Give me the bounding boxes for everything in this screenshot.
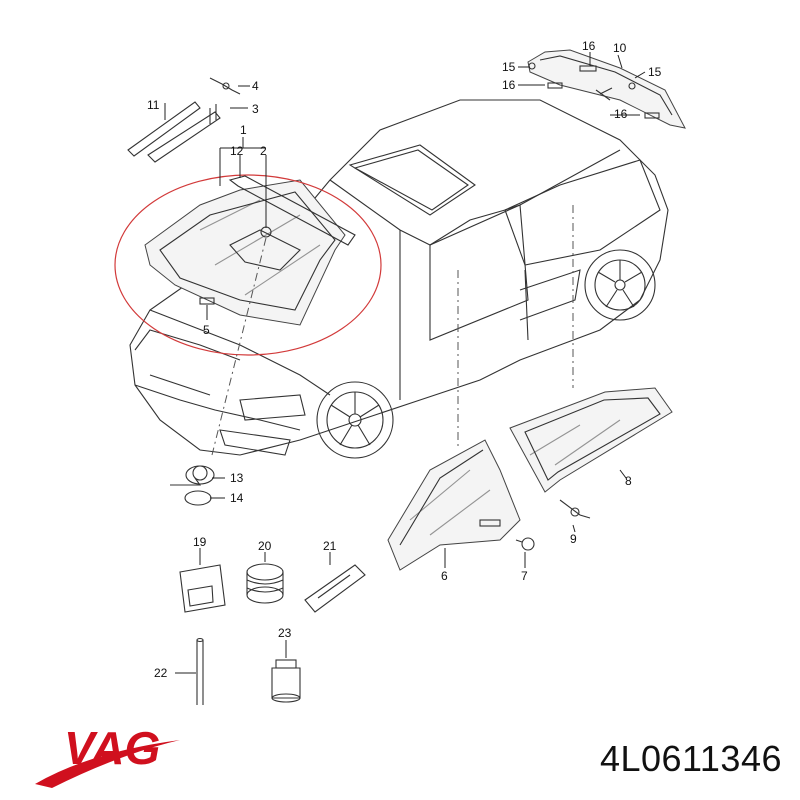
callout-20: 20 xyxy=(258,539,272,553)
rear-side-window-assembly xyxy=(509,387,673,493)
clip-4 xyxy=(209,77,241,95)
windshield-highlight-circle xyxy=(114,174,382,356)
callout-15b: 15 xyxy=(648,65,662,79)
sensor-13 xyxy=(170,465,215,486)
callout-16c: 16 xyxy=(614,107,628,121)
vag-logo: VAG xyxy=(35,722,180,788)
car-body xyxy=(129,99,669,456)
front-wheel xyxy=(316,381,394,459)
leader-lines xyxy=(164,52,646,674)
svg-text:VAG: VAG xyxy=(64,722,160,774)
callout-5: 5 xyxy=(203,323,210,337)
callout-4: 4 xyxy=(252,79,259,93)
part-22-rod xyxy=(196,637,204,705)
trim-strip-11 xyxy=(127,101,201,157)
callout-19: 19 xyxy=(193,535,207,549)
callout-3: 3 xyxy=(252,102,259,116)
callout-7: 7 xyxy=(521,569,528,583)
callout-12: 12 xyxy=(230,144,244,158)
trim-strip-3 xyxy=(147,104,221,163)
callout-22: 22 xyxy=(154,666,168,680)
part-23-bottle xyxy=(271,659,301,703)
part-20-roll xyxy=(246,563,284,604)
callout-labels: 1 2 3 4 5 6 7 8 9 10 11 12 13 14 15 15 1… xyxy=(147,39,662,680)
callout-1: 1 xyxy=(240,123,247,137)
callout-10: 10 xyxy=(613,41,627,55)
ring-14 xyxy=(184,490,212,506)
part-19-box xyxy=(179,564,226,613)
callout-16a: 16 xyxy=(582,39,596,53)
callout-16b: 16 xyxy=(502,78,516,92)
rear-window xyxy=(527,49,686,129)
part-number: 4L0611346 xyxy=(599,738,782,779)
callout-2: 2 xyxy=(260,144,267,158)
callout-21: 21 xyxy=(323,539,337,553)
door-glass xyxy=(387,439,521,571)
callout-6: 6 xyxy=(441,569,448,583)
screw-7 xyxy=(515,537,535,551)
windshield xyxy=(144,179,346,326)
callout-14: 14 xyxy=(230,491,244,505)
callout-13: 13 xyxy=(230,471,244,485)
callout-8: 8 xyxy=(625,474,632,488)
rear-wheel xyxy=(584,249,656,321)
callout-9: 9 xyxy=(570,532,577,546)
callout-11: 11 xyxy=(147,98,160,112)
bolt-9 xyxy=(559,499,591,519)
part-21-strip xyxy=(304,564,366,613)
callout-23: 23 xyxy=(278,626,292,640)
callout-15a: 15 xyxy=(502,60,516,74)
windshield-top-strip xyxy=(228,175,356,246)
